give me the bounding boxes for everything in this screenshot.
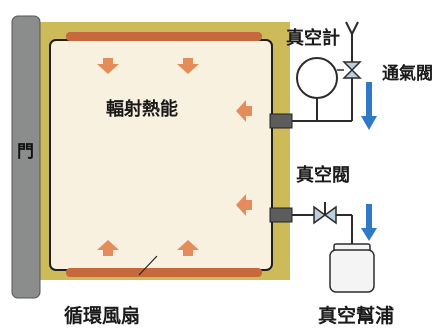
bottom-heater xyxy=(66,268,262,277)
valve-icon xyxy=(337,61,362,79)
heat-arrow-icon xyxy=(177,58,199,74)
lower-port xyxy=(269,207,293,223)
door-label: 門 xyxy=(17,142,34,162)
flow-arrow-icon xyxy=(361,82,377,130)
radiant-heat-label: 輻射熱能 xyxy=(106,99,178,120)
chamber xyxy=(49,39,273,271)
door xyxy=(11,15,41,299)
flow-arrow-icon xyxy=(361,204,377,241)
heat-arrow-icon xyxy=(236,194,252,216)
pump-icon xyxy=(329,243,375,293)
circulation-fan-label: 循環風扇 xyxy=(64,305,141,327)
heat-arrow-icon xyxy=(97,58,119,74)
heat-arrow-icon xyxy=(177,240,199,256)
valve-icon xyxy=(313,205,337,225)
fan-pointer-line xyxy=(138,255,158,276)
upper-port xyxy=(269,113,293,129)
vent-valve-label: 通氣閥 xyxy=(382,64,433,84)
top-heater xyxy=(66,32,262,41)
vacuum-pump-label: 真空幫浦 xyxy=(318,305,395,327)
vacuum-valve-label: 真空閥 xyxy=(296,165,350,186)
vacuum-gauge-label: 真空計 xyxy=(286,28,340,49)
heat-arrow-icon xyxy=(236,100,252,122)
heat-arrow-icon xyxy=(97,240,119,256)
gauge-icon xyxy=(296,57,338,99)
